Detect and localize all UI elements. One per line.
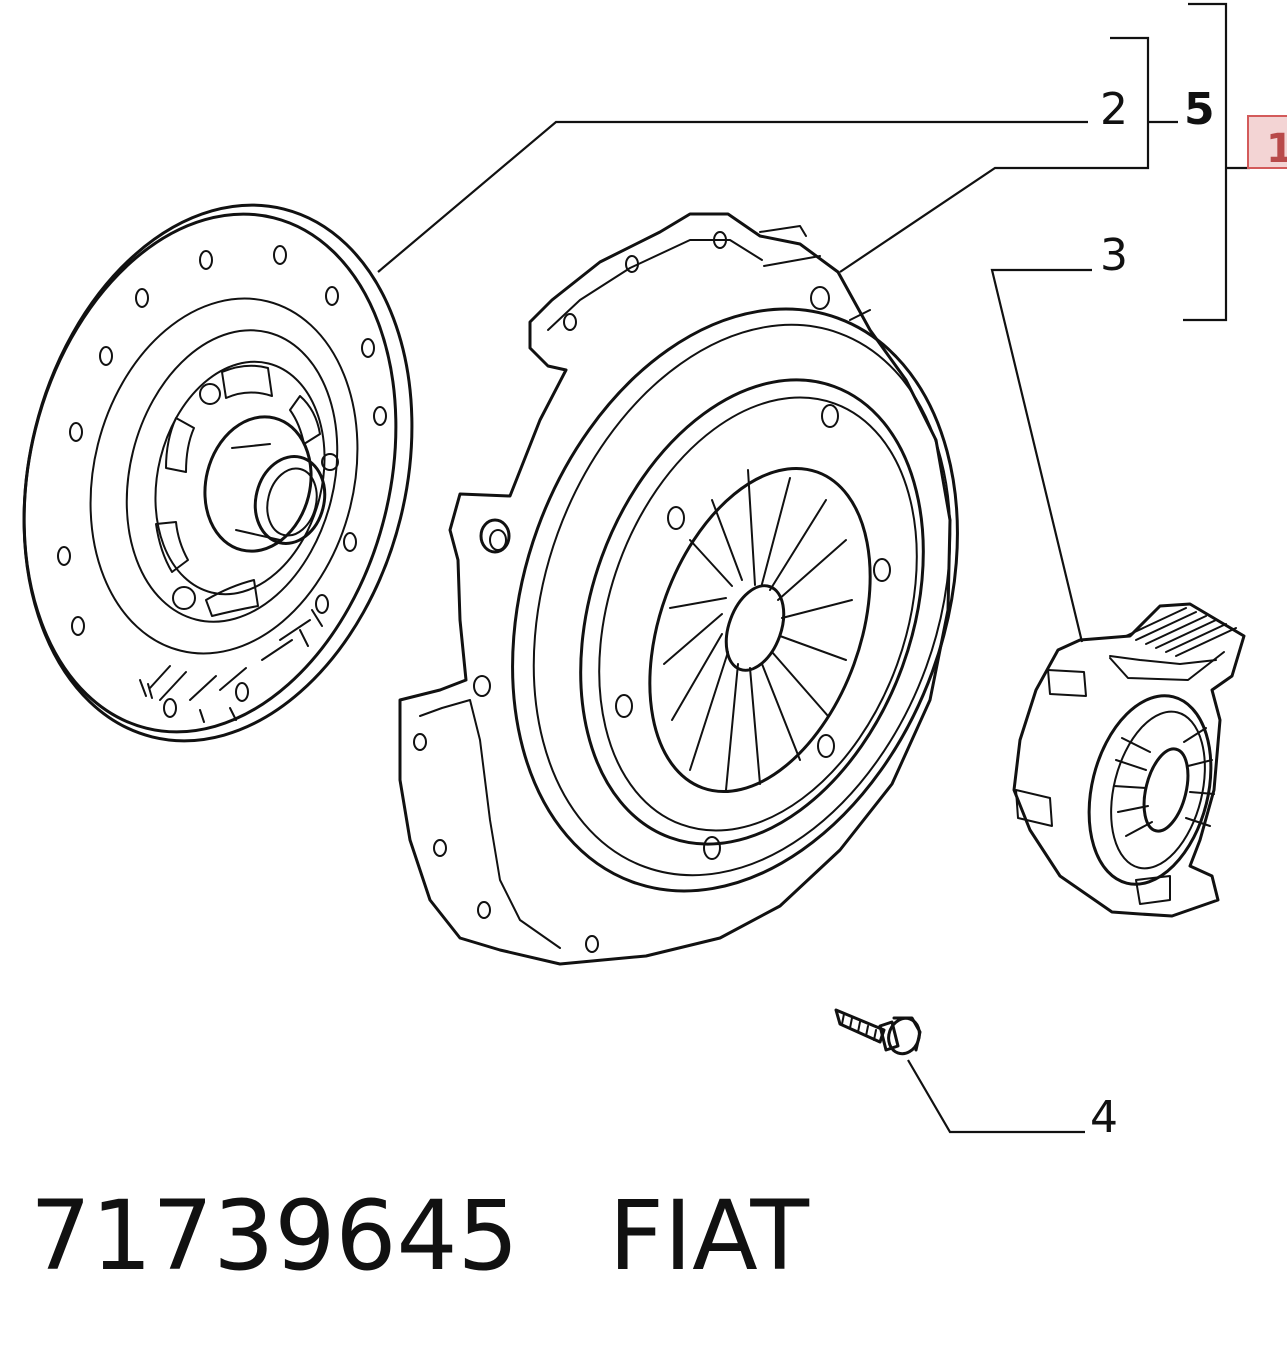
callout-5: 5 [1184,84,1215,135]
bolt [834,1008,922,1056]
callouts: 1 2 5 3 4 [1090,84,1287,1143]
callout-3: 3 [1100,230,1128,281]
release-bearing [1012,602,1246,918]
callout-4: 4 [1090,1092,1118,1143]
bracket-lines [377,2,1250,1134]
callout-2: 2 [1100,84,1128,135]
callout-1: 1 [1266,126,1287,172]
clutch-disc [22,203,414,743]
brand-name: FIAT [608,1180,810,1292]
pressure-plate [398,212,959,966]
part-number: 71739645 [30,1180,519,1292]
callout-1-highlight [1247,115,1287,169]
